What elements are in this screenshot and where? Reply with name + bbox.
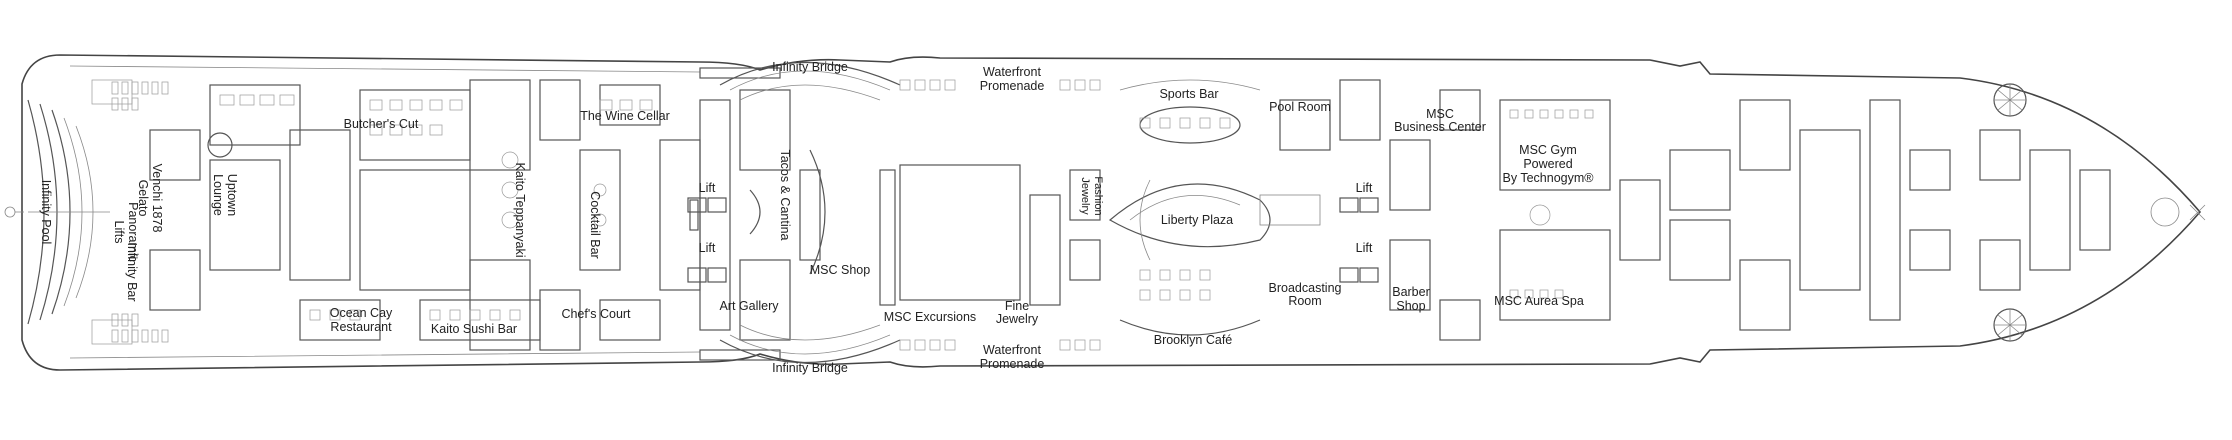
label-gym-line2: Powered <box>1523 157 1572 171</box>
label-infinity-pool: Infinity Pool <box>39 180 53 245</box>
label-broadcasting-line2: Room <box>1288 294 1321 308</box>
label-business-center-line2: Business Center <box>1394 120 1486 134</box>
label-kaito-teppanyaki: Kaito Teppanyaki <box>513 163 527 258</box>
forward-area <box>1979 129 2111 291</box>
label-tacos-cantina: Tacos & Cantina <box>778 149 792 240</box>
label-broadcasting-line1: Broadcasting <box>1269 281 1342 295</box>
label-msc-excursions: MSC Excursions <box>884 310 976 324</box>
label-cocktail-bar: Cocktail Bar <box>588 191 602 258</box>
aft-loungers <box>111 81 169 343</box>
label-ocean-cay-line1: Ocean Cay <box>330 306 393 320</box>
label-liberty-plaza: Liberty Plaza <box>1161 213 1233 227</box>
label-fashion-jewelry-line2: Jewelry <box>1079 177 1091 215</box>
label-panoramic-line1: Panoramic <box>126 202 140 262</box>
hull-outline <box>4 54 2202 371</box>
label-waterfront-bottom-line2: Promenade <box>980 357 1045 371</box>
label-fashion-jewelry-line1: Fashion <box>1092 176 1104 215</box>
label-kaito-sushi-bar: Kaito Sushi Bar <box>431 322 517 336</box>
gym-equipment <box>1509 109 1594 299</box>
excursions-block <box>879 164 1101 306</box>
forward-fan-top <box>1993 83 2027 117</box>
label-msc-shop: MSC Shop <box>810 263 870 277</box>
infinity-bridge-top <box>719 61 901 101</box>
label-butchers-cut: Butcher's Cut <box>344 117 419 131</box>
label-infinity-bridge-bottom: Infinity Bridge <box>772 361 848 375</box>
restaurant-zone-furniture <box>219 94 653 321</box>
label-lift-1: Lift <box>699 181 716 195</box>
label-infinity-bridge-top: Infinity Bridge <box>772 60 848 74</box>
bow-feature <box>2150 197 2206 227</box>
label-waterfront-bottom-line1: Waterfront <box>983 343 1041 357</box>
forward-fan-bottom <box>1993 308 2027 342</box>
gym-spa-block <box>1499 99 1951 331</box>
promenade-furniture <box>899 79 1101 351</box>
label-waterfront-top-line2: Promenade <box>980 79 1045 93</box>
label-infinity-bar: Infinity Bar <box>125 242 139 301</box>
label-panoramic-line2: Lifts <box>112 221 126 244</box>
label-aurea-spa: MSC Aurea Spa <box>1494 294 1584 308</box>
label-business-center-line1: MSC <box>1426 107 1454 121</box>
label-sports-bar: Sports Bar <box>1159 87 1218 101</box>
label-lift-3: Lift <box>1356 181 1373 195</box>
label-lift-2: Lift <box>699 241 716 255</box>
liberty-plaza <box>1108 179 1321 261</box>
lift-bank-2 <box>1339 197 1379 283</box>
label-gym-line1: MSC Gym <box>1519 143 1577 157</box>
label-uptown-line1: Uptown <box>225 174 239 216</box>
label-brooklyn-cafe: Brooklyn Café <box>1154 333 1233 347</box>
label-ocean-cay-line2: Restaurant <box>330 320 392 334</box>
pool-room-block <box>1279 79 1481 341</box>
label-gym-line3: By Technogym® <box>1503 171 1595 185</box>
label-barber-line2: Shop <box>1396 299 1425 313</box>
label-venchi-line2: Gelato <box>136 180 150 217</box>
infinity-bridge-bottom <box>719 324 901 364</box>
label-pool-room: Pool Room <box>1269 100 1331 114</box>
label-art-gallery: Art Gallery <box>719 299 779 313</box>
art-gallery-curve <box>749 149 826 275</box>
label-venchi-line1: Venchi 1878 <box>150 164 164 233</box>
midship-walls <box>689 67 821 361</box>
brooklyn-cafe <box>1119 269 1261 336</box>
label-chefs-court: Chef's Court <box>561 307 631 321</box>
label-uptown-line2: Lounge <box>211 174 225 216</box>
deck-labels: Infinity Bridge Infinity Bridge Waterfro… <box>39 60 1594 375</box>
label-fine-jewelry-line1: Fine <box>1005 299 1029 313</box>
restaurant-zone-walls <box>149 79 701 351</box>
label-barber-line1: Barber <box>1392 285 1430 299</box>
label-fine-jewelry-line2: Jewelry <box>996 312 1039 326</box>
label-wine-cellar: The Wine Cellar <box>580 109 670 123</box>
label-lift-4: Lift <box>1356 241 1373 255</box>
lift-bank-1 <box>687 197 727 283</box>
label-waterfront-top-line1: Waterfront <box>983 65 1041 79</box>
sports-bar <box>1119 79 1261 144</box>
